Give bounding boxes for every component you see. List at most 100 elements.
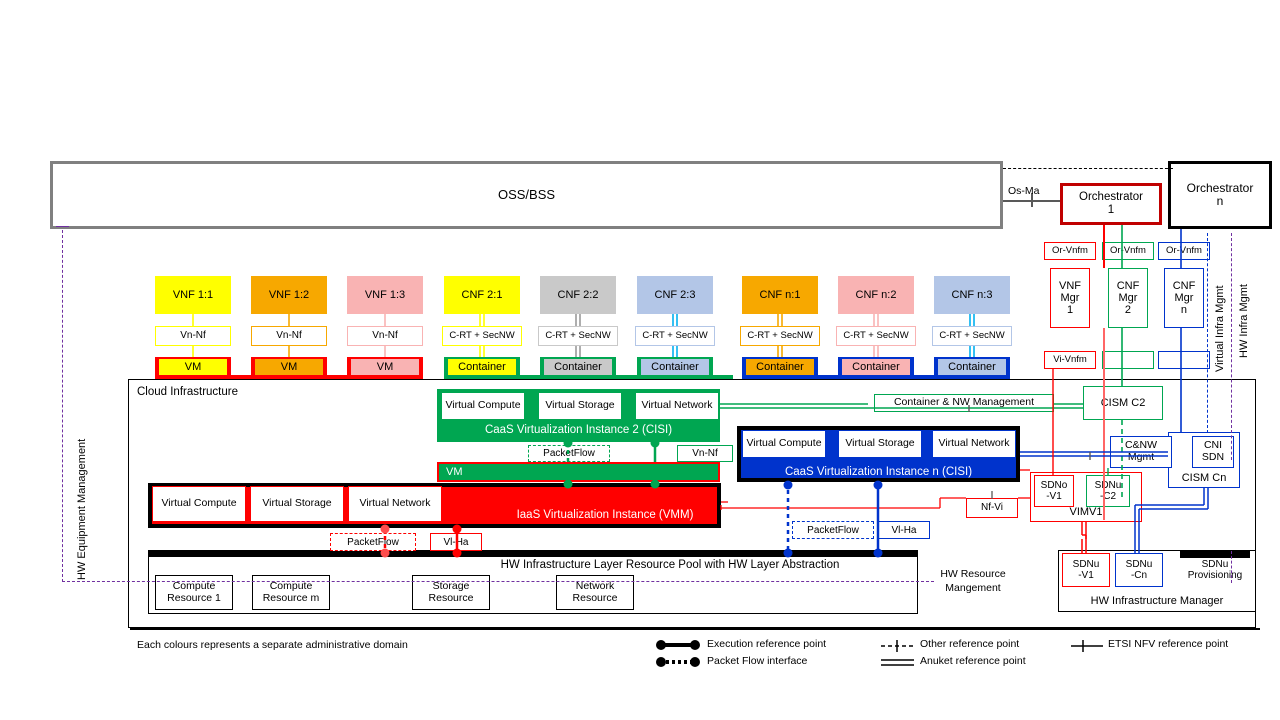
cism-cn-label: CISM Cn [1181,471,1227,484]
vl-ha-blue-label: Vl-Ha [878,521,930,539]
container-nw-management-box[interactable]: Container & NW Management [874,394,1054,412]
orchestrator-1-line1: Orchestrator [1079,191,1143,204]
nf-box-vnf-1-3[interactable]: VNF 1:3 [347,276,423,314]
nf-box-cnf-2-3[interactable]: CNF 2:3 [637,276,713,314]
hw-resource-pool-title: HW Infrastructure Layer Resource Pool wi… [500,558,840,571]
nf-box-vnf-1-1[interactable]: VNF 1:1 [155,276,231,314]
caas2-virtual-compute[interactable]: Virtual Compute [441,392,525,420]
nf-box-cnf-n-1[interactable]: CNF n:1 [742,276,818,314]
orchestrator-dashed-link [1003,168,1173,169]
nf-interface-1: Vn-Nf [251,326,327,346]
sdno-v1-box[interactable]: SDNo-V1 [1034,475,1074,507]
virtual-infra-mgmt-text: Virtual Infra Mgmt [1214,285,1226,372]
hw-abstraction-bar [148,550,918,558]
vi-vnfm-1 [1102,351,1154,369]
caasn-virtual-storage[interactable]: Virtual Storage [838,430,922,458]
nf-interface-7: C-RT + SecNW [836,326,916,346]
iaas-virtual-network-label: Virtual Network [359,497,431,510]
packet-flow-glyph [656,657,700,667]
virtual-infra-mgmt-divider [1207,233,1208,433]
nf-box-vnf-1-2[interactable]: VNF 1:2 [251,276,327,314]
legend-label-execution: Execution reference point [707,638,827,650]
sdnu-v1-box[interactable]: SDNu-V1 [1062,553,1110,587]
sdnu-provisioning-bar [1180,551,1250,558]
caas2-virtual-compute-label: Virtual Compute [445,399,521,412]
hw-res-line2-2: Resource [428,591,474,604]
hw-infra-mgmt-text: HW Infra Mgmt [1238,284,1250,358]
container-nw-management-label: Container & NW Management [893,396,1035,409]
orchestrator-1-box[interactable]: Orchestrator 1 [1060,183,1162,225]
os-ma-label: Os-Ma [1008,185,1040,198]
hw-equipment-management-divider [62,230,63,582]
green-vm-bar[interactable]: VM [437,462,720,482]
oss-bss-label: OSS/BSS [497,186,556,202]
or-vnfm-0: Or-Vnfm [1044,242,1096,260]
iaas-virtual-network[interactable]: Virtual Network [348,486,442,522]
nf-box-cnf-2-2[interactable]: CNF 2:2 [540,276,616,314]
nf-box-cnf-2-1[interactable]: CNF 2:1 [444,276,520,314]
mgr-line2-0: Mgr [1060,291,1080,304]
hw-res-line1-2: Storage [432,579,470,592]
caas2-virtual-network-label: Virtual Network [641,399,713,412]
iaas-virtual-compute[interactable]: Virtual Compute [152,486,246,522]
or-vnfm-2: Or-Vnfm [1158,242,1210,260]
hw-res-line2-1: Resource m [262,591,320,604]
mgr-line3-2: n [1180,304,1188,317]
container-blue-domain-bar [742,375,1010,380]
legend-label-anuket: Anuket reference point [920,655,1026,667]
hw-infra-mgmt-divider2 [1231,430,1232,460]
nf-interface-6: C-RT + SecNW [740,326,820,346]
caasn-virtual-storage-label: Virtual Storage [845,437,915,450]
caas2-virtual-network[interactable]: Virtual Network [635,392,719,420]
orchestrator-n-line1: Orchestrator [1186,180,1254,195]
oss-bss-box[interactable]: OSS/BSS [50,161,1003,229]
legend-label-other: Other reference point [920,638,1020,650]
mgr-line2-1: Mgr [1118,291,1138,304]
hw-equipment-management-divider-h [62,581,934,582]
other-reference-glyph [881,640,914,652]
legend-label-etsi: ETSI NFV reference point [1108,638,1229,650]
sdnu-cn-box[interactable]: SDNu-Cn [1115,553,1163,587]
nf-box-cnf-n-3[interactable]: CNF n:3 [934,276,1010,314]
cism-c2-label: CISM C2 [1100,396,1146,409]
iaas-virtual-storage[interactable]: Virtual Storage [250,486,344,522]
vim-v1-label: VIMV1 [1069,505,1103,518]
caas2-virtual-storage[interactable]: Virtual Storage [538,392,622,420]
nf-interface-8: C-RT + SecNW [932,326,1012,346]
caasn-virtual-network-label: Virtual Network [938,437,1010,450]
execution-reference-glyph [656,640,700,650]
sdnu-c2-box[interactable]: SDNu-C2 [1086,475,1130,507]
orchestrator-1-line2: 1 [1107,204,1115,216]
anuket-reference-glyph [881,659,914,666]
cloud-infrastructure-label: Cloud Infrastructure [137,385,238,398]
mgr-line3-1: 2 [1124,304,1132,317]
nf-box-cnf-n-2[interactable]: CNF n:2 [838,276,914,314]
hw-res-line1-3: Network [575,579,615,592]
legend-divider [130,628,1260,630]
os-ma-tick [1031,193,1033,207]
caasn-virtual-compute[interactable]: Virtual Compute [742,430,826,458]
cism-c2-box[interactable]: CISM C2 [1083,386,1163,420]
nf-interface-3: C-RT + SecNW [442,326,522,346]
hw-res-line1-1: Compute [269,579,313,592]
mgr-line1-1: CNF [1116,279,1140,292]
caasn-virtual-network[interactable]: Virtual Network [932,430,1016,458]
orchestrator-n-box[interactable]: Orchestrator n [1168,161,1272,229]
nf-interface-5: C-RT + SecNW [635,326,715,346]
nf-vi-label: Nf-Vi [966,498,1018,518]
caasn-title: CaaS Virtualization Instance n (CISI) [784,465,973,478]
iaas-virtual-storage-label: Virtual Storage [262,497,332,510]
vl-ha-red-label: Vl-Ha [430,533,482,551]
iaas-title: IaaS Virtualization Instance (VMM) [516,508,694,521]
caasn-virtual-compute-label: Virtual Compute [746,437,822,450]
